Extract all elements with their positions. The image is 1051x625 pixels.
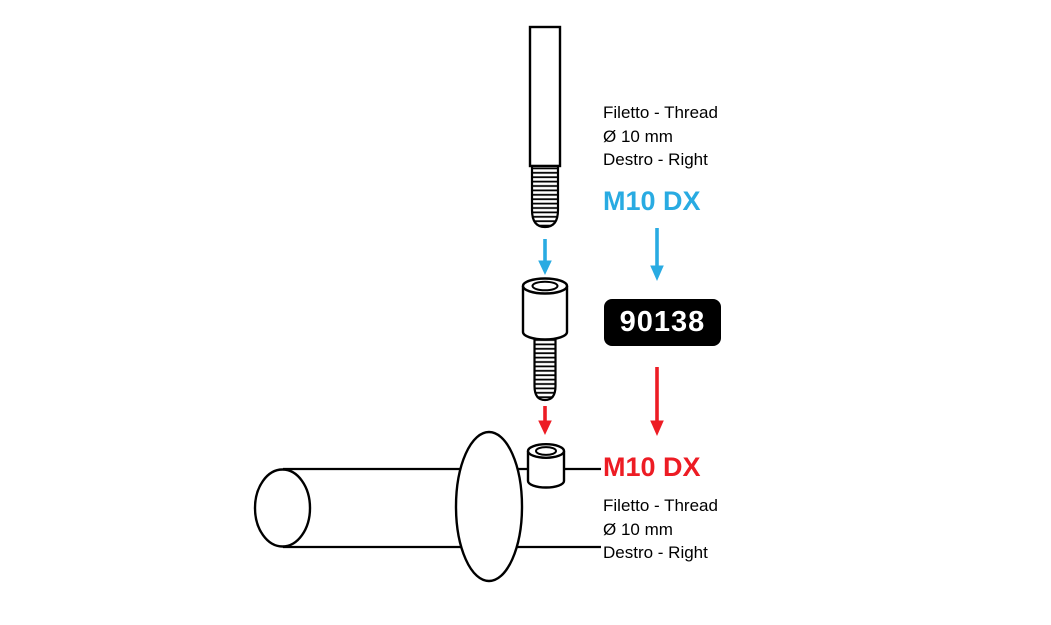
bottom-spec-line-diameter: Ø 10 mm — [603, 519, 673, 539]
top-thread-code: M10 DX — [603, 186, 701, 216]
bottom-thread-code: M10 DX — [603, 452, 701, 482]
bottom-spec-line-thread: Filetto - Thread — [603, 496, 718, 515]
boss-body — [526, 451, 566, 489]
bar-end-face — [253, 468, 312, 548]
part-number-box: 90138 — [604, 299, 721, 346]
blue-down-arrow-icon — [538, 239, 552, 275]
red-down-arrow-icon — [538, 406, 552, 435]
top-spec-line-thread: Filetto - Thread — [603, 103, 718, 122]
red-down-arrow-label-icon — [650, 367, 664, 436]
mirror-stem — [528, 25, 562, 229]
top-spec-line-direction: Destro - Right — [603, 150, 708, 169]
blue-down-arrow-label-icon — [650, 228, 664, 281]
part-number: 90138 — [619, 306, 706, 338]
top-spec-block: Filetto - Thread Ø 10 mm Destro - Right — [603, 101, 718, 172]
stem-thread — [530, 164, 560, 229]
bottom-spec-block: Filetto - Thread Ø 10 mm Destro - Right — [603, 494, 718, 565]
boss-hole — [535, 446, 557, 456]
threaded-boss — [526, 443, 566, 489]
adapter-hole — [531, 280, 559, 292]
stem-rod — [528, 25, 562, 168]
top-spec-line-diameter: Ø 10 mm — [603, 126, 673, 146]
adapter-thread — [533, 330, 557, 402]
adapter-part — [521, 277, 569, 402]
bottom-spec-line-direction: Destro - Right — [603, 543, 708, 562]
handlebar-assembly — [253, 430, 601, 583]
adapter-body — [521, 286, 569, 341]
mount-base — [454, 430, 524, 583]
